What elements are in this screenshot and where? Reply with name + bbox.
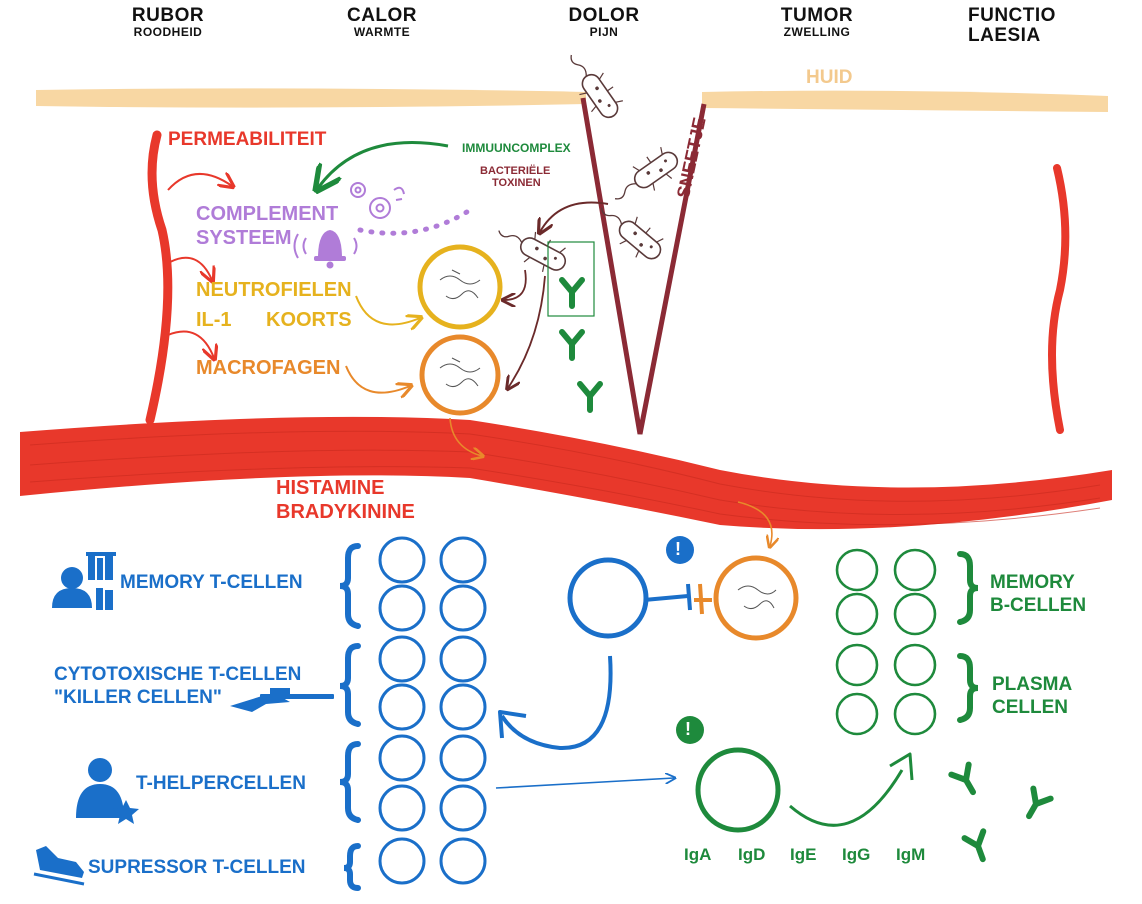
t-cell-interaction (567, 555, 799, 641)
immunoglobulin-igm: IgM (896, 845, 926, 864)
cardinal-sign-subtitle: LAESIA (968, 24, 1041, 46)
antibody-icon (951, 765, 981, 798)
cellen-line: CELLEN (992, 696, 1068, 718)
cardinal-sign-dolor: DOLOR PIJN (554, 6, 654, 39)
blood-vessel (20, 416, 1112, 530)
cardinal-sign-subtitle: ZWELLING (783, 24, 851, 39)
bell-icon (293, 230, 358, 269)
neutrofielen-arrow (355, 295, 420, 324)
b-cell (695, 747, 781, 833)
bacteria-icon (605, 142, 686, 213)
histamine-line: HISTAMINE (276, 477, 385, 499)
cardinal-sign-subtitle: ROODHEID (133, 24, 203, 39)
alert-icon (666, 536, 694, 564)
immunoglobulin-ige: IgE (790, 845, 817, 864)
cardinal-sign-tumor: TUMOR ZWELLING (767, 6, 867, 39)
immuuncomplex-arrow (318, 141, 449, 188)
memory-b-cellen-label: MEMORY B-CELLEN (990, 572, 1086, 618)
antibody-icon (580, 384, 600, 410)
neutrofielen-label: NEUTROFIELEN (196, 279, 352, 301)
perm-arrow-1 (167, 174, 232, 191)
plasma-line: PLASMA (992, 674, 1073, 695)
huid-label: HUID (806, 67, 853, 88)
shoe-icon (33, 846, 85, 886)
capillary-right (1048, 164, 1070, 434)
immuuncomplex-label: IMMUUNCOMPLEX (462, 141, 571, 155)
cardinal-sign-title: FUNCTIO (968, 5, 1056, 26)
immunoglobulin-iga: IgA (684, 845, 712, 864)
perm-arrow-2 (169, 256, 212, 280)
cardinal-sign-rubor: RUBOR ROODHEID (118, 6, 218, 39)
apc-arrow (737, 501, 772, 546)
cardinal-sign-calor: CALOR WARMTE (332, 6, 432, 39)
supressor-t-cellen-label: SUPRESSOR T-CELLEN (88, 857, 306, 878)
neutrophil-cell (417, 244, 503, 330)
cytotoxische-t-cellen-label: CYTOTOXISCHE T-CELLEN "KILLER CELLEN" (54, 664, 301, 710)
bacteria-icon (557, 45, 628, 126)
permeabiliteit-label: PERMEABILITEIT (168, 129, 327, 150)
person-star-icon (76, 758, 139, 824)
t-cell-grid (378, 536, 487, 885)
t-activation-arrow (500, 655, 613, 751)
skin-right (702, 90, 1108, 112)
macrofagen-label: MACROFAGEN (196, 357, 341, 379)
macrophage-cell (419, 334, 501, 416)
complement-systeem-label: COMPLEMENT SYSTEEM (196, 202, 338, 250)
t-helpercellen-label: T-HELPERCELLEN (136, 773, 306, 794)
b-cell-grid (835, 548, 937, 736)
cardinal-sign-title: TUMOR (780, 5, 854, 26)
rifle-icon (230, 688, 334, 712)
helper-to-b-arrow (495, 778, 674, 789)
alert-icon (676, 716, 704, 744)
koorts-label: KOORTS (266, 309, 352, 331)
killer-cellen-line: "KILLER CELLEN" (54, 686, 222, 708)
toxin-arrow-2 (504, 269, 527, 300)
b-differentiation-arrow (789, 769, 904, 827)
macrofagen-arrow (345, 365, 410, 393)
b-cell-braces (957, 551, 979, 723)
antibody-box (547, 241, 595, 317)
cardinal-sign-functio: FUNCTIO LAESIA (968, 6, 1088, 46)
b-cellen-line: B-CELLEN (990, 594, 1087, 616)
immunoglobulin-igg: IgG (842, 845, 871, 864)
memory-t-cellen-label: MEMORY T-CELLEN (120, 572, 303, 593)
cardinal-sign-title: DOLOR (568, 5, 640, 26)
cardinal-sign-subtitle: WARMTE (353, 24, 411, 39)
bradykinine-line: BRADYKININE (276, 501, 415, 523)
gear-icon (350, 182, 405, 219)
bacteriele-line: BACTERIËLE (480, 165, 551, 177)
bacteriele-toxinen-label: BACTERIËLE TOXINEN (480, 165, 551, 189)
perm-arrow-3 (167, 330, 214, 358)
antibody-icon (1020, 789, 1050, 822)
il1-label: IL-1 (196, 309, 232, 331)
alert-glyph-blue: ! (675, 539, 681, 559)
cardinal-sign-title: RUBOR (131, 5, 205, 26)
skin-left (36, 88, 586, 108)
antibody-icon (964, 831, 992, 862)
person-books-icon (52, 552, 116, 610)
antibody-icon (562, 332, 582, 358)
antibody-icon (562, 280, 582, 306)
alert-glyph-green: ! (685, 719, 691, 739)
immunoglobulin-igd: IgD (738, 845, 766, 864)
toxin-arrow-3 (508, 275, 546, 388)
plasma-cellen-label: PLASMA CELLEN (992, 674, 1072, 720)
capillary-left (145, 130, 173, 425)
complement-dots (357, 207, 473, 236)
memory-line: MEMORY (990, 572, 1075, 593)
cytotoxische-line: CYTOTOXISCHE T-CELLEN (54, 664, 302, 685)
systeem-line: SYSTEEM (196, 227, 292, 249)
toxinen-line: TOXINEN (492, 176, 541, 189)
vessel-exit-arrow (449, 417, 482, 456)
cardinal-sign-title: CALOR (346, 5, 418, 26)
cardinal-sign-subtitle: PIJN (589, 24, 619, 39)
complement-line: COMPLEMENT (196, 203, 339, 225)
toxin-arrow-1 (540, 201, 609, 232)
histamine-bradykinine-label: HISTAMINE BRADYKININE (276, 476, 415, 524)
t-cell-braces (339, 543, 361, 891)
bacteria-icon (490, 215, 573, 281)
